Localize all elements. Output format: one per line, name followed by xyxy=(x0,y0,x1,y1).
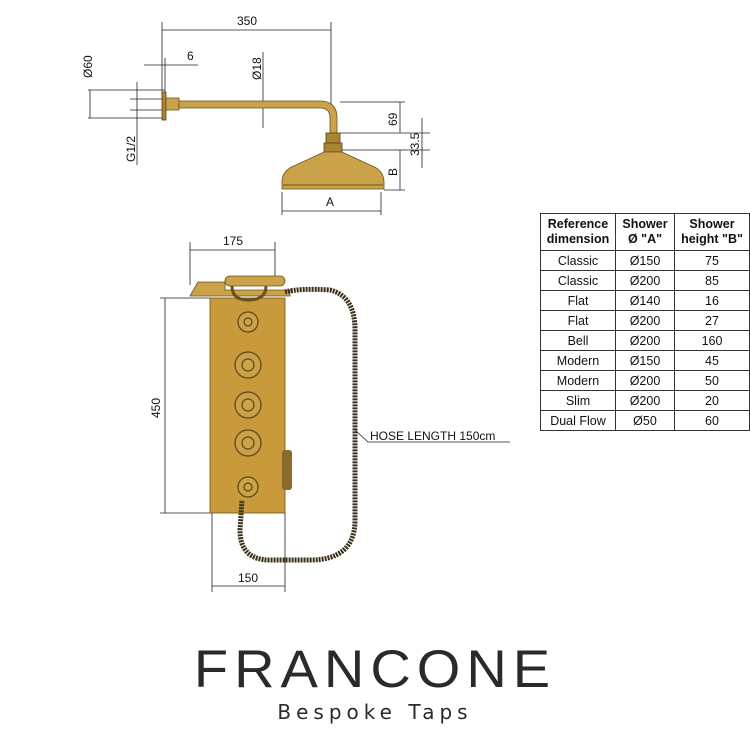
table-cell: 16 xyxy=(674,290,750,311)
dim-flange-dia: Ø60 xyxy=(81,55,95,78)
table-cell: Dual Flow xyxy=(540,410,616,431)
table-cell: Modern xyxy=(540,370,616,391)
table-cell: Ø200 xyxy=(615,270,675,291)
table-cell: 50 xyxy=(674,370,750,391)
dim-33-5: 33.5 xyxy=(408,132,422,156)
table-cell: Ø150 xyxy=(615,350,675,371)
table-cell: Bell xyxy=(540,330,616,351)
dim-175: 175 xyxy=(223,234,243,248)
table-cell: Flat xyxy=(540,310,616,331)
table-cell: Ø150 xyxy=(615,250,675,271)
dim-69: 69 xyxy=(386,112,400,126)
table-cell: 75 xyxy=(674,250,750,271)
table-cell: Ø200 xyxy=(615,310,675,331)
table-cell: 85 xyxy=(674,270,750,291)
table-cell: Ø200 xyxy=(615,330,675,351)
table-cell: Ø200 xyxy=(615,370,675,391)
table-cell: 160 xyxy=(674,330,750,351)
table-cell: Flat xyxy=(540,290,616,311)
dim-b: B xyxy=(386,168,400,176)
shower-panel-drawing: 175 450 150 HOSE LENGTH 150cm xyxy=(149,234,510,592)
table-cell: 20 xyxy=(674,390,750,411)
shower-arm-drawing: 350 6 Ø60 G1/2 Ø18 69 33.5 B A xyxy=(81,14,430,215)
dim-arm-dia: Ø18 xyxy=(250,57,264,80)
table-cell: Slim xyxy=(540,390,616,411)
table-cell: 27 xyxy=(674,310,750,331)
table-cell: 45 xyxy=(674,350,750,371)
dim-450: 450 xyxy=(149,398,163,418)
dim-thread: G1/2 xyxy=(124,136,138,162)
hose-length-label: HOSE LENGTH 150cm xyxy=(370,429,495,443)
brand-tagline: Bespoke Taps xyxy=(277,700,473,724)
dim-6: 6 xyxy=(187,49,194,63)
table-cell: Ø50 xyxy=(615,410,675,431)
table-cell: Modern xyxy=(540,350,616,371)
table-cell: Classic xyxy=(540,250,616,271)
brand-logo: FRANCONE xyxy=(193,638,557,699)
dim-350: 350 xyxy=(237,14,257,28)
dim-a: A xyxy=(326,195,334,209)
table-cell: Ø140 xyxy=(615,290,675,311)
table-cell: Ø200 xyxy=(615,390,675,411)
table-cell: 60 xyxy=(674,410,750,431)
dim-150: 150 xyxy=(238,571,258,585)
table-cell: Classic xyxy=(540,270,616,291)
